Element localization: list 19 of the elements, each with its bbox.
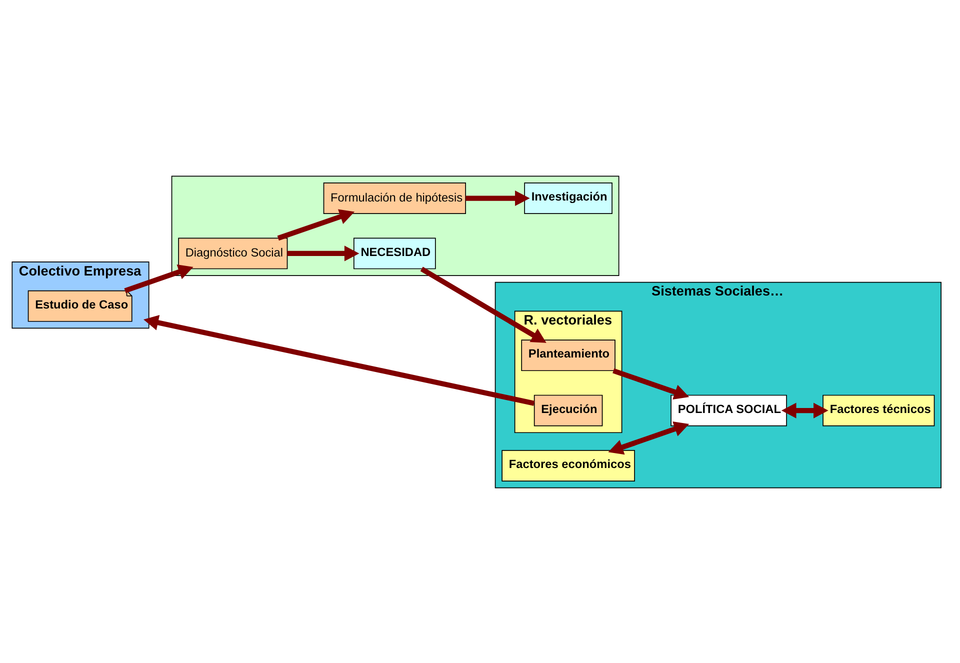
arrow [277, 208, 355, 240]
arrow [144, 314, 535, 406]
node-box: POLÍTICA SOCIAL [670, 394, 787, 426]
arrow [124, 264, 194, 293]
arrow [781, 402, 828, 418]
node-box: Planteamiento [521, 339, 616, 371]
node-box: NECESIDAD [353, 237, 436, 269]
node-box: Factores técnicos [822, 394, 935, 426]
cluster [171, 175, 620, 276]
node-box: Investigación [524, 182, 612, 214]
arrow [612, 368, 690, 400]
node-box: Ejecución [534, 394, 603, 426]
arrow [287, 245, 360, 261]
node-box: Diagnóstico Social [178, 237, 288, 269]
node-box: Formulación de hipótesis [323, 182, 466, 214]
arrow [466, 190, 530, 206]
node-box: Factores económicos [502, 450, 635, 481]
arrow [420, 266, 546, 342]
arrow [608, 421, 690, 454]
